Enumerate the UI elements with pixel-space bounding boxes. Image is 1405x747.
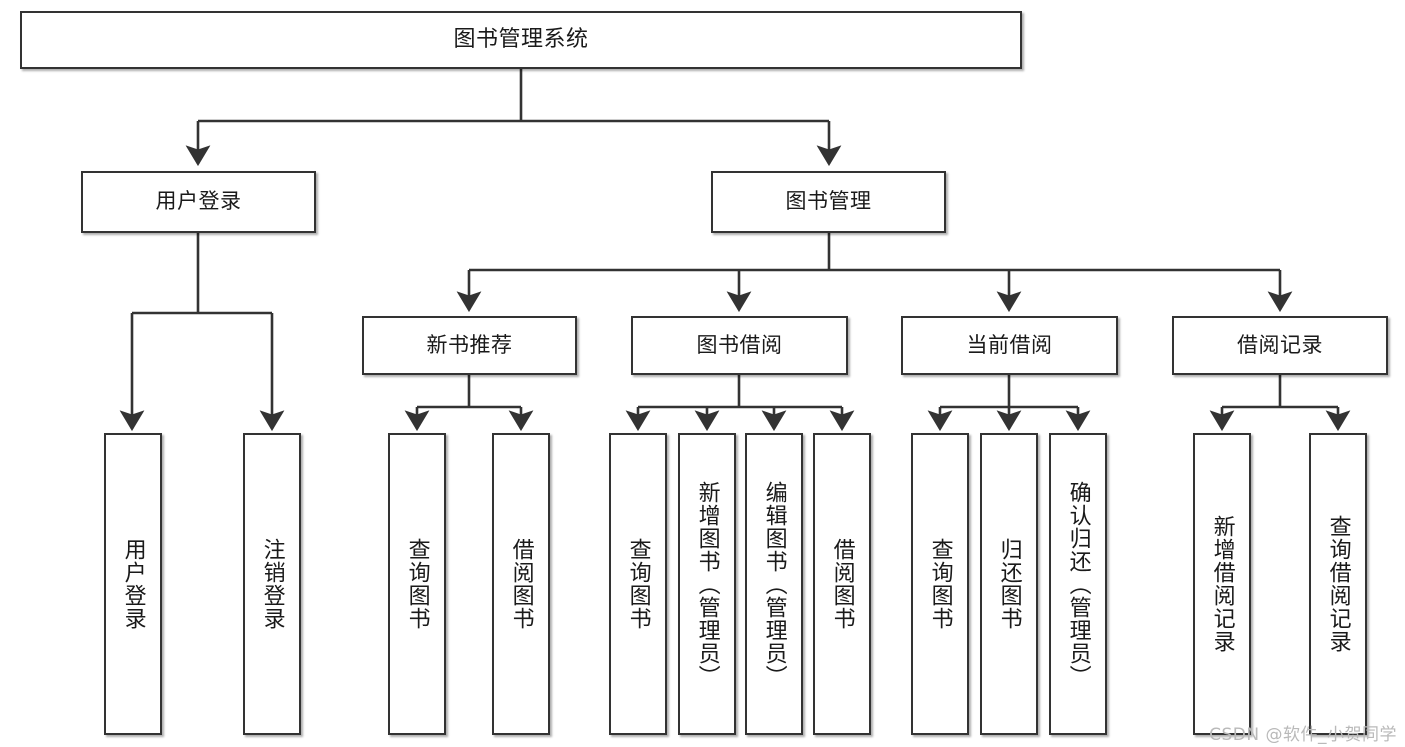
leaf-query-book-current[interactable]: 查询图书 [911,433,969,735]
node-label: 图书管理 [785,189,872,214]
node-label: 借阅图书 [508,538,534,630]
leaf-user-login[interactable]: 用户登录 [104,433,162,735]
node-label: 借阅记录 [1237,332,1323,357]
node-root-book-management-system[interactable]: 图书管理系统 [20,11,1022,69]
node-label: 新增图书（管理员） [694,480,720,688]
node-label: 图书借阅 [696,332,783,357]
node-label: 编辑图书（管理员） [761,480,787,688]
node-book-management[interactable]: 图书管理 [711,171,946,233]
node-label: 查询图书 [625,538,651,630]
node-label: 用户登录 [120,538,146,630]
node-label: 确认归还（管理员） [1065,480,1091,688]
leaf-confirm-return-admin[interactable]: 确认归还（管理员） [1049,433,1107,735]
node-borrow-record[interactable]: 借阅记录 [1172,316,1388,375]
node-current-borrow[interactable]: 当前借阅 [901,316,1118,375]
leaf-borrow-book-new-recommend[interactable]: 借阅图书 [492,433,550,735]
node-label: 新增借阅记录 [1209,515,1235,653]
node-label: 用户登录 [155,189,242,214]
leaf-add-book-admin[interactable]: 新增图书（管理员） [678,433,736,735]
leaf-query-book-new-recommend[interactable]: 查询图书 [388,433,446,735]
node-new-book-recommend[interactable]: 新书推荐 [362,316,577,375]
leaf-logout[interactable]: 注销登录 [243,433,301,735]
node-label: 当前借阅 [966,332,1053,357]
node-label: 查询图书 [404,538,430,630]
leaf-return-book[interactable]: 归还图书 [980,433,1038,735]
leaf-query-book-borrow[interactable]: 查询图书 [609,433,667,735]
node-label: 新书推荐 [426,332,513,357]
leaf-edit-book-admin[interactable]: 编辑图书（管理员） [745,433,803,735]
node-label: 查询图书 [927,538,953,630]
node-book-borrow[interactable]: 图书借阅 [631,316,848,375]
leaf-query-borrow-record[interactable]: 查询借阅记录 [1309,433,1367,735]
node-label: 借阅图书 [829,538,855,630]
node-label: 注销登录 [259,538,285,630]
leaf-add-borrow-record[interactable]: 新增借阅记录 [1193,433,1251,735]
csdn-watermark: CSDN @软件_小贺同学 [1209,725,1397,745]
node-label: 归还图书 [996,538,1022,630]
node-user-login[interactable]: 用户登录 [81,171,316,233]
node-label: 查询借阅记录 [1325,515,1351,653]
node-label: 图书管理系统 [453,26,589,52]
leaf-borrow-book[interactable]: 借阅图书 [813,433,871,735]
